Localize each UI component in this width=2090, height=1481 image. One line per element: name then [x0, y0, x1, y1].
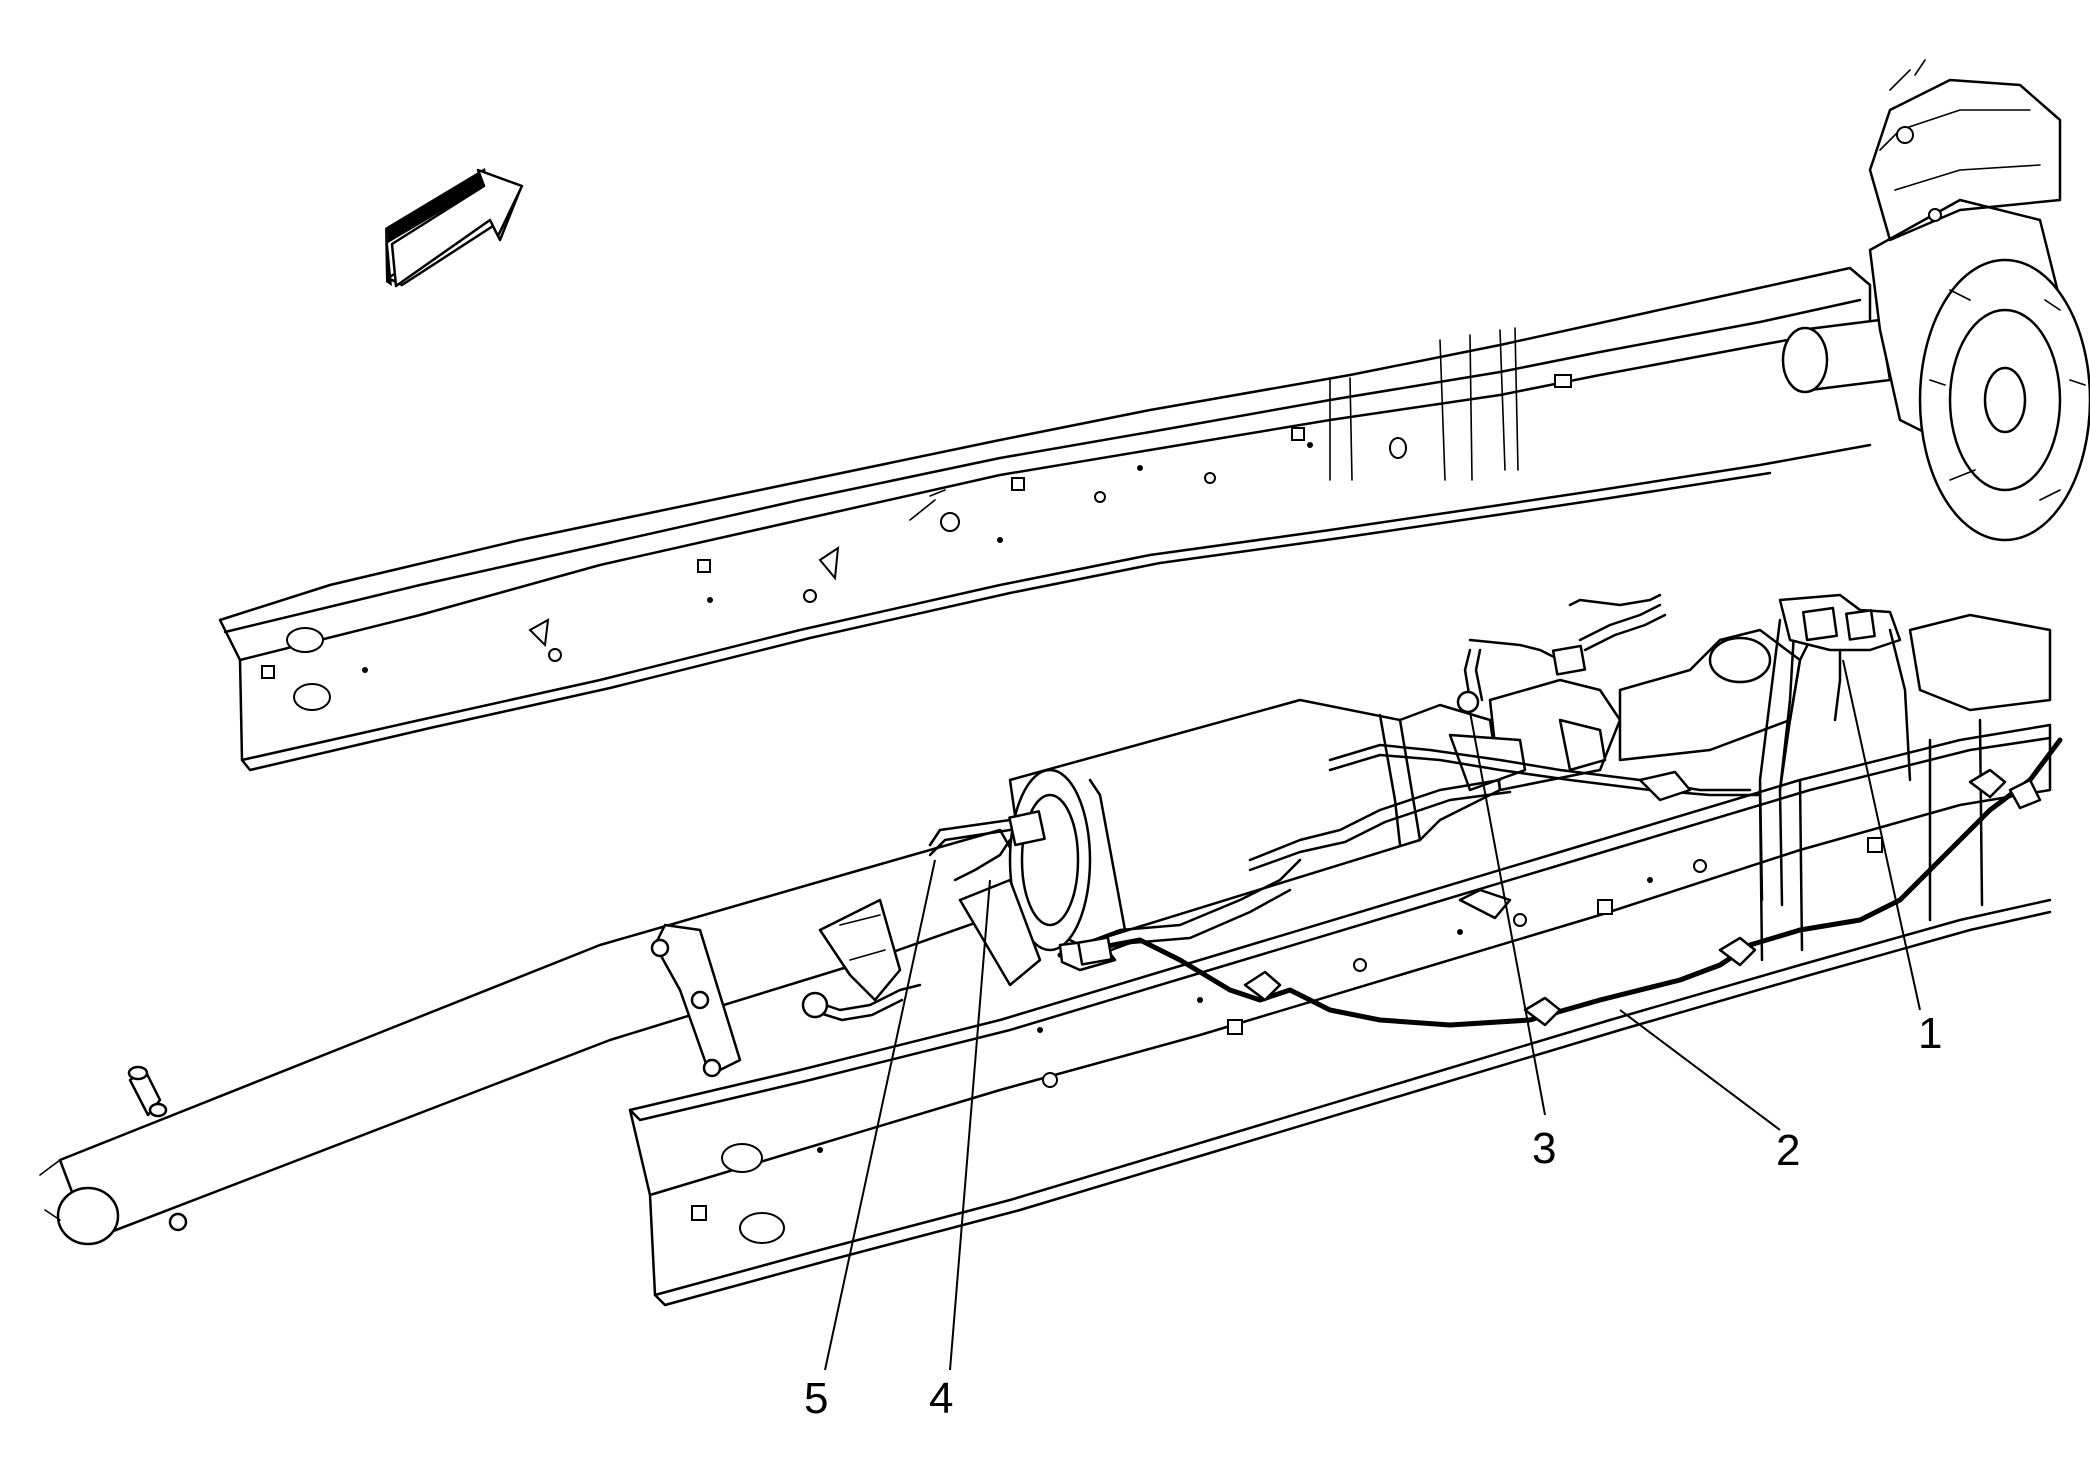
- callout-label-1: 1: [1918, 1009, 1942, 1058]
- wiring-harness: [801, 593, 2063, 1028]
- callout-labels: 1 2 3 4 5: [804, 1009, 1942, 1423]
- left-frame-rail: [218, 266, 1872, 772]
- transmission-assembly: [1781, 59, 2090, 542]
- callout-label-2: 2: [1776, 1126, 1800, 1175]
- exhaust-pipe: [39, 828, 1042, 1246]
- callout-label-5: 5: [804, 1374, 828, 1423]
- leader-lines: [824, 659, 1921, 1371]
- leader-line-1: [1842, 659, 1921, 1011]
- leader-line-4: [949, 879, 991, 1371]
- front-direction-arrow-icon: [385, 168, 524, 288]
- leader-line-3: [1469, 711, 1546, 1116]
- callout-label-4: 4: [929, 1374, 953, 1423]
- leader-line-5: [824, 859, 936, 1371]
- callout-label-3: 3: [1532, 1124, 1556, 1173]
- leader-line-2: [1619, 1009, 1781, 1131]
